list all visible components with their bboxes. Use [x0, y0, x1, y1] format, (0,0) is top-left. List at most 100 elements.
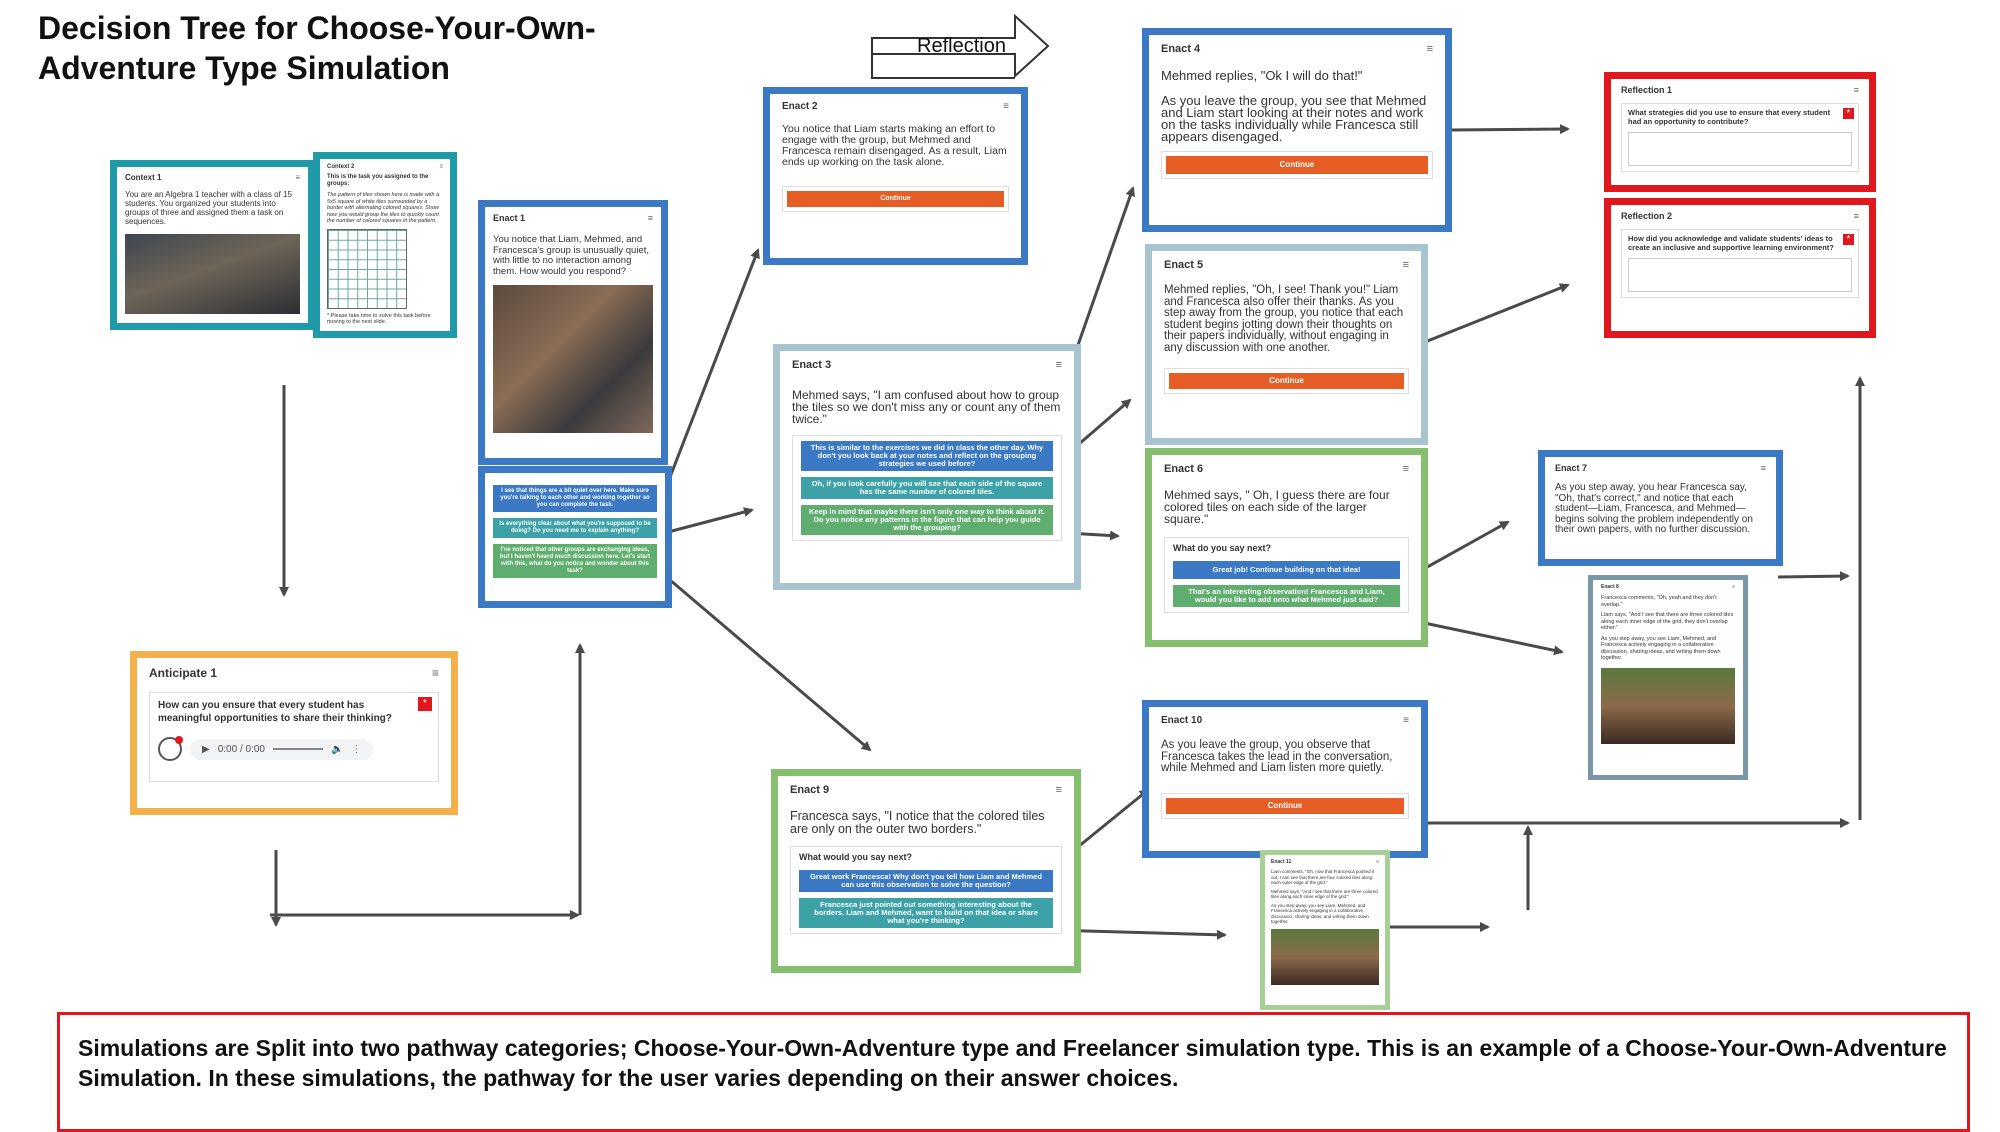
menu-icon[interactable]: ≡: [1003, 101, 1009, 112]
enact4-card: Enact 4 ≡ Mehmed replies, "Ok I will do t…: [1142, 28, 1452, 232]
arrow-enact1-to-enact2: [663, 248, 760, 491]
enact3-option-2[interactable]: Oh, if you look carefully you will see t…: [801, 477, 1053, 499]
menu-icon[interactable]: ≡: [647, 213, 653, 223]
enact2-card: Enact 2≡ You notice that Liam starts mak…: [763, 87, 1028, 265]
continue-button[interactable]: Continue: [1166, 797, 1404, 814]
card-title: Enact 4: [1161, 43, 1201, 55]
card-text: As you leave the group, you observe that…: [1161, 739, 1393, 774]
card-text: As you step away, you hear Francesca say…: [1555, 482, 1753, 535]
answer-textarea[interactable]: [1628, 132, 1852, 166]
card-title: Reflection 2: [1621, 211, 1673, 221]
card-title: Enact 3: [792, 359, 832, 371]
anticipate1-card: Anticipate 1 ≡ * How can you ensure that …: [130, 651, 458, 815]
card-text-1: Mehmed replies, "Ok I will do that!": [1161, 68, 1363, 83]
enact1-options-card: I see that things are a bit quiet over h…: [478, 466, 672, 608]
diagram-title: Decision Tree for Choose-Your-Own-Advent…: [38, 10, 596, 86]
continue-button[interactable]: Continue: [787, 191, 1004, 207]
enact3-option-1[interactable]: This is similar to the exercises we did …: [801, 441, 1053, 471]
enact3-option-3[interactable]: Keep in mind that maybe there isn't only…: [801, 505, 1053, 535]
enact1-option-2[interactable]: Is everything clear about what you're su…: [493, 518, 657, 538]
reflection-label: Reflection: [917, 35, 1006, 57]
enact1-option-1[interactable]: I see that things are a bit quiet over h…: [493, 485, 657, 512]
tile-pattern-image: [327, 228, 407, 309]
audio-progress[interactable]: [272, 748, 323, 750]
card-para-3: As you step away, you see Liam, Mehmed, …: [1271, 902, 1369, 925]
required-marker: *: [1843, 108, 1854, 119]
callout-text: Simulations are Split into two pathway c…: [78, 1035, 1947, 1091]
card-para-3: As you step away, you see Liam, Mehmed, …: [1601, 635, 1721, 662]
arrow-enact6-to-enact8: [1409, 618, 1564, 656]
arrow-enact1-to-enact9: [669, 578, 872, 752]
card-text: Mehmed says, " Oh, I guess there are fou…: [1164, 488, 1390, 526]
reflection-block-arrow: [871, 13, 1050, 79]
volume-icon[interactable]: 🔈: [330, 743, 344, 755]
arrow-enact7-right: [1777, 571, 1850, 582]
card-note: * Please take time to solve this task be…: [327, 312, 431, 325]
card-para-1: Liam comments, "Oh, now that Francesca p…: [1271, 869, 1375, 885]
reflection1-card: Reflection 1≡ * What strategies did you …: [1604, 72, 1876, 192]
card-title: Enact 9: [790, 784, 830, 796]
audio-player[interactable]: ▶ 0:00 / 0:00 🔈 ⋮: [190, 738, 374, 760]
card-intro: This is the task you assigned to the gro…: [327, 174, 429, 187]
microphone-icon[interactable]: [158, 736, 183, 761]
arrow-enact1-to-enact3: [667, 507, 754, 534]
enact1-option-3[interactable]: I've noticed that other groups are excha…: [493, 544, 657, 578]
menu-icon[interactable]: ≡: [1853, 85, 1859, 95]
card-title: Enact 5: [1164, 259, 1204, 271]
menu-icon[interactable]: ≡: [1403, 715, 1409, 726]
card-para-1: Francesca comments, "Oh, yeah and they d…: [1601, 595, 1717, 608]
card-title: Enact 8: [1601, 584, 1619, 590]
play-icon[interactable]: ▶: [202, 743, 210, 755]
required-marker: *: [1843, 234, 1854, 245]
enact5-card: Enact 5≡ Mehmed replies, "Oh, I see! Tha…: [1145, 244, 1428, 445]
card-title: Enact 6: [1164, 463, 1204, 475]
card-prompt: What do you say next?: [1173, 543, 1272, 553]
menu-icon[interactable]: ≡: [295, 173, 300, 182]
card-title: Context 2: [327, 164, 355, 170]
group-photo: [1271, 928, 1379, 985]
card-title: Enact 11: [1271, 859, 1292, 865]
menu-icon[interactable]: ≡: [1426, 43, 1433, 55]
enact9-option-2[interactable]: Francesca just pointed out something int…: [799, 898, 1053, 928]
card-task: The pattern of tiles shown here is made …: [327, 192, 440, 224]
card-title: Enact 7: [1555, 463, 1588, 473]
menu-icon[interactable]: ≡: [1376, 859, 1379, 865]
menu-icon[interactable]: ≡: [1055, 359, 1062, 371]
reflection2-card: Reflection 2≡ * How did you acknowledge …: [1604, 198, 1876, 338]
menu-icon[interactable]: ≡: [1402, 463, 1409, 475]
menu-icon[interactable]: ≡: [1732, 584, 1735, 590]
arrow-enact5-to-reflection2: [1424, 283, 1570, 344]
more-options-icon[interactable]: ⋮: [351, 743, 362, 755]
continue-button[interactable]: Continue: [1169, 373, 1404, 389]
menu-icon[interactable]: ≡: [1760, 463, 1766, 473]
required-marker: *: [418, 697, 432, 711]
card-title: Context 1: [125, 173, 162, 182]
enact11-card: Enact 11 ≡ Liam comments, "Oh, now that F…: [1260, 850, 1390, 1010]
classroom-photo: [125, 234, 300, 314]
card-question: How can you ensure that every student ha…: [158, 700, 392, 724]
context2-card: Context 2 ≡ This is the task you assigned…: [313, 152, 457, 338]
card-title: Enact 2: [782, 101, 818, 112]
card-prompt: What would you say next?: [799, 852, 913, 862]
enact9-card: Enact 9 ≡ Francesca says, "I notice that …: [771, 769, 1081, 973]
card-question: What strategies did you use to ensure th…: [1628, 108, 1831, 126]
enact6-option-1[interactable]: Great job! Continue building on that ide…: [1173, 561, 1400, 579]
enact8-card: Enact 8 ≡ Francesca comments, "Oh, yeah a…: [1588, 575, 1748, 780]
enact9-option-1[interactable]: Great work Francesca! Why don't you tell…: [799, 870, 1053, 892]
menu-icon[interactable]: ≡: [1402, 259, 1409, 271]
menu-icon[interactable]: ≡: [1055, 784, 1062, 796]
answer-textarea[interactable]: [1628, 258, 1852, 292]
menu-icon[interactable]: ≡: [439, 164, 443, 170]
card-para-2: Liam says, "And I see that there are thr…: [1601, 612, 1734, 631]
menu-icon[interactable]: ≡: [431, 666, 439, 680]
menu-icon[interactable]: ≡: [1853, 211, 1859, 221]
card-title: Anticipate 1: [149, 666, 218, 680]
enact3-card: Enact 3≡ Mehmed says, "I am confused abo…: [773, 344, 1081, 590]
card-text: Francesca says, "I notice that the color…: [790, 809, 1045, 836]
group-photo: [1601, 667, 1735, 744]
card-para-2: Mehmed says, "And I see that there are t…: [1271, 888, 1378, 900]
enact6-option-2[interactable]: That's an interesting observation! Franc…: [1173, 585, 1400, 607]
enact1-card: Enact 1≡ You notice that Liam, Mehmed, a…: [478, 200, 668, 465]
continue-button[interactable]: Continue: [1166, 156, 1428, 174]
